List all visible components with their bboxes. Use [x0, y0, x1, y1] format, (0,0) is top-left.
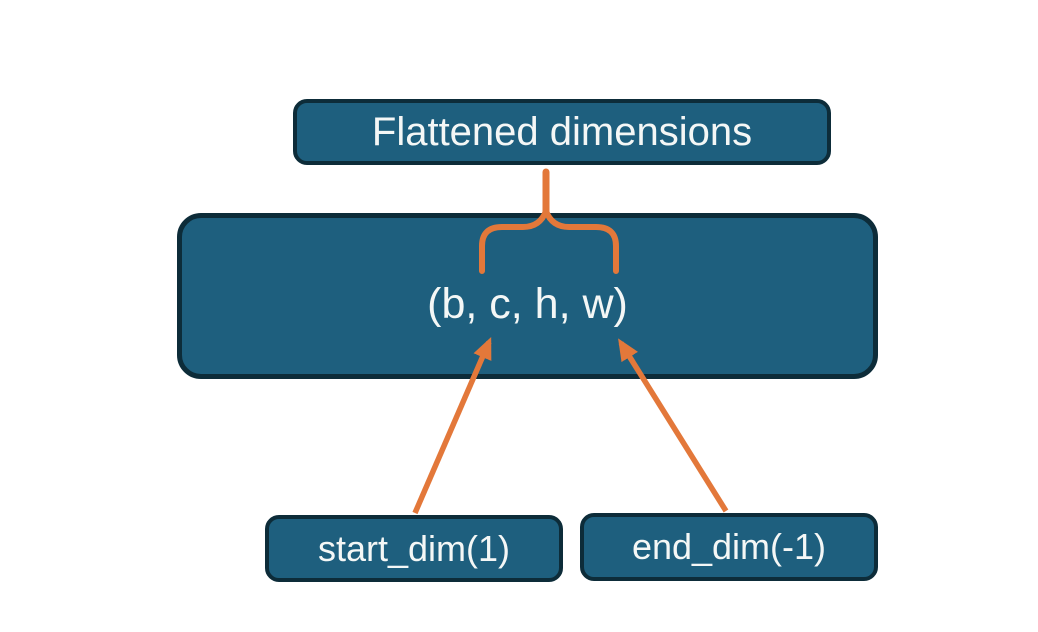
node-flattened-dimensions: Flattened dimensions: [293, 99, 831, 165]
node-tensor-shape: (b, c, h, w): [177, 213, 878, 379]
tensor-shape-label: (b, c, h, w): [427, 279, 628, 328]
node-start-dim: start_dim(1): [265, 515, 563, 582]
start-dim-label: start_dim(1): [317, 527, 511, 569]
node-end-dim: end_dim(-1): [580, 513, 878, 581]
flattened-dimensions-label: Flattened dimensions: [371, 109, 753, 154]
end-dim-label: end_dim(-1): [631, 526, 827, 567]
